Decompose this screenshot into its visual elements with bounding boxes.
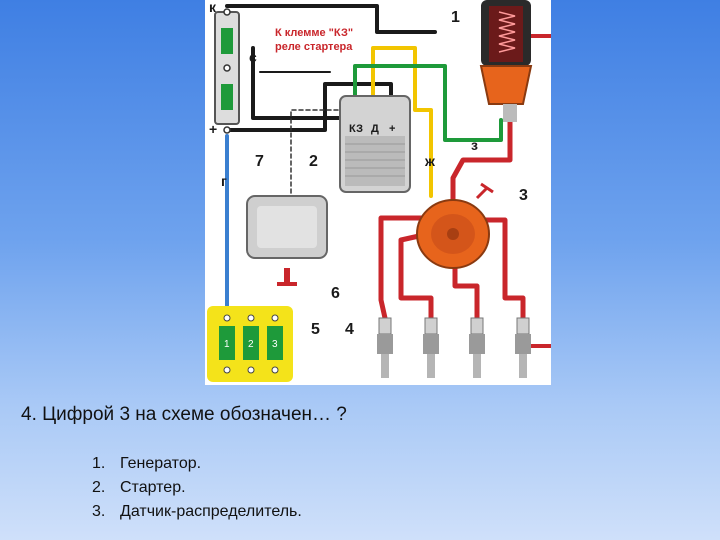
wire-red-spark-4 [470,217,526,321]
ignition-coil-stem [503,104,517,122]
label-plus: + [209,121,217,137]
fuse-2 [243,326,259,360]
distributor-ground [475,182,494,200]
label-c: с [249,49,257,65]
answer-text: Датчик-распределитель. [120,503,302,520]
label-k: к [209,0,217,15]
answer-option-1[interactable]: 1. Генератор. [92,452,302,476]
connector-fuse-bottom [221,84,233,110]
wire-red-spark-2 [398,229,440,321]
switch-module-ground-bar [277,282,297,286]
number-6: 6 [331,285,340,302]
ignition-diagram: К клемме "КЗ" реле стартера к с + г з ж … [205,0,551,385]
number-3: 3 [519,187,528,204]
fuse-label-2: 2 [248,339,254,350]
label-zh: ж [424,153,436,169]
wire-yellow [371,46,433,198]
question-text: 4. Цифрой 3 на схеме обозначен… ? [21,404,347,425]
distributor-center [447,228,459,240]
spark-plug-4 [515,317,531,378]
wire-black-right [251,46,357,120]
number-1: 1 [451,9,460,26]
fuse-3 [267,326,283,360]
answer-option-2[interactable]: 2. Стартер. [92,476,302,500]
number-2: 2 [309,153,318,170]
wire-dashed [290,109,346,197]
terminal-plus [223,126,231,134]
spark-plug-2 [423,317,439,378]
spark-plug-3 [469,317,485,378]
callout-line-2: реле стартера [275,41,353,53]
callout-line-1: К клемме "КЗ" [275,27,353,39]
regulator-label-kz: КЗ [349,123,363,135]
connector-fuse-top [221,28,233,54]
regulator-label-plus: + [389,123,395,135]
answer-text: Стартер. [120,479,186,496]
answer-number: 1. [92,455,106,472]
answer-list: 1. Генератор. 2. Стартер. 3. Датчик-распред… [92,452,302,524]
number-7: 7 [255,153,264,170]
number-4: 4 [345,321,354,338]
number-5: 5 [311,321,320,338]
switch-module-face [257,206,317,248]
wire-red-spark-1 [378,215,434,321]
fuse-label-1: 1 [224,339,230,350]
answer-option-3[interactable]: 3. Датчик-распределитель. [92,500,302,524]
fuse-label-3: 3 [272,339,278,350]
spark-plug-1 [377,317,393,378]
terminal-c [223,64,231,72]
wire-red-coil [450,117,513,203]
terminal-k [223,8,231,16]
wire-red-spark-3 [452,259,480,321]
wire-green [353,64,503,142]
answer-number: 3. [92,503,106,520]
wire-black-top [225,4,437,34]
answer-text: Генератор. [120,455,202,472]
switch-module-ground [284,268,290,282]
fuse-1 [219,326,235,360]
label-g: г [221,173,227,189]
ignition-coil-cap [479,65,533,105]
regulator-label-d: Д [371,123,379,135]
answer-number: 2. [92,479,106,496]
label-z: з [471,137,478,153]
ignition-coil-spring [498,11,516,53]
